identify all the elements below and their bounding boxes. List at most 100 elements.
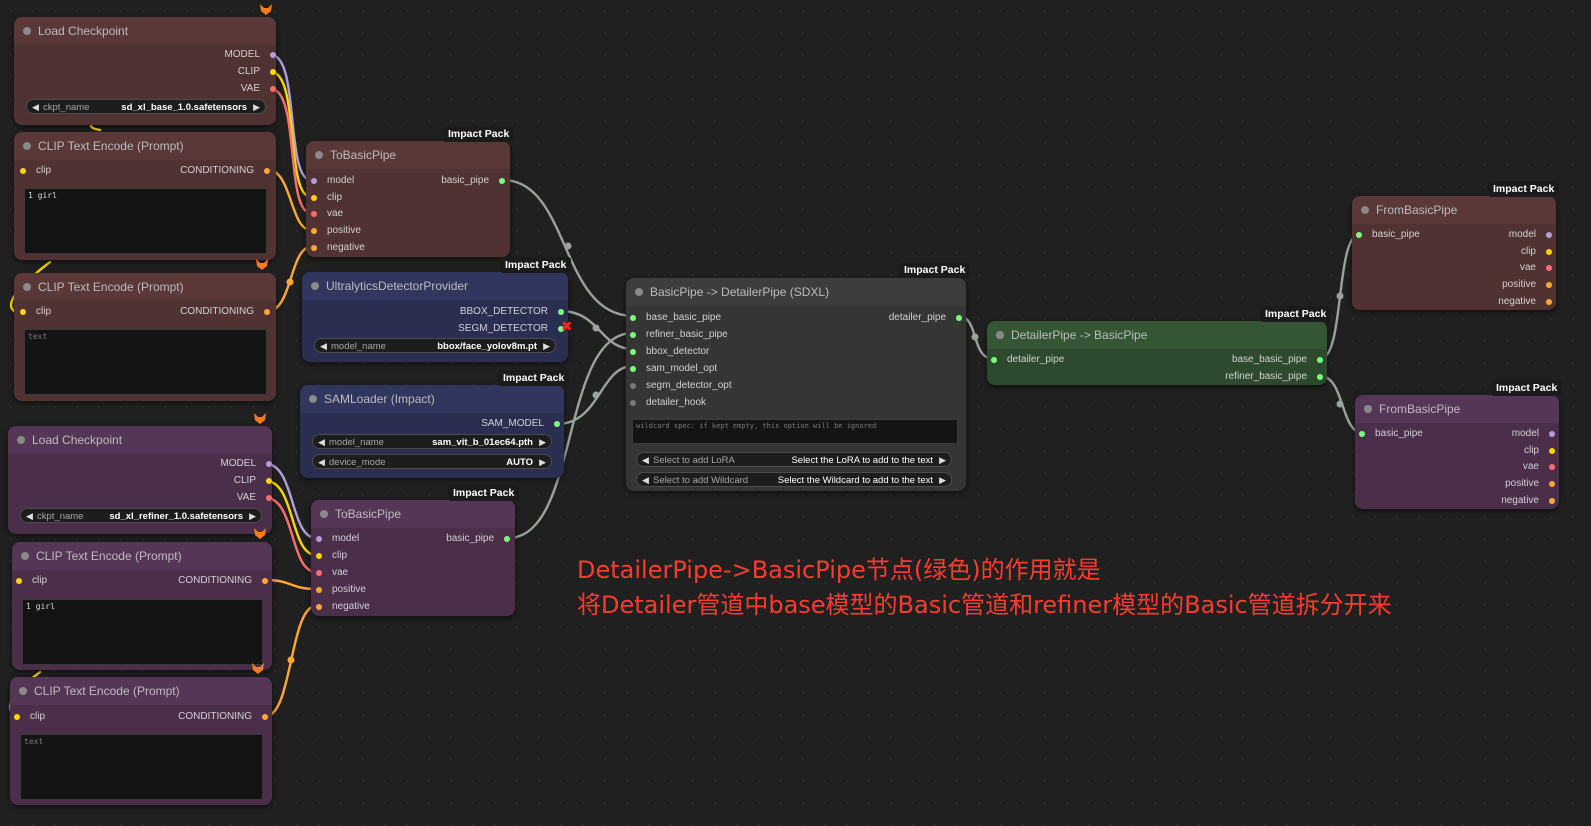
- output-clip[interactable]: CLIP: [238, 66, 276, 77]
- arrow-left-icon[interactable]: ◀: [32, 102, 39, 112]
- output-model[interactable]: MODEL: [220, 458, 272, 469]
- ckpt-name-combo[interactable]: ◀ ckpt_name sd_xl_base_1.0.safetensors ▶: [26, 99, 266, 114]
- load-checkpoint-base-node[interactable]: Load Checkpoint MODEL CLIP VAE ◀ ckpt_na…: [14, 17, 276, 125]
- input-basic-pipe[interactable]: basic_pipe: [1356, 229, 1420, 240]
- output-refiner-basic-pipe[interactable]: refiner_basic_pipe: [1225, 371, 1323, 382]
- output-clip[interactable]: CLIP: [234, 475, 272, 486]
- socket-icon[interactable]: [311, 245, 317, 251]
- socket-icon[interactable]: [311, 228, 317, 234]
- socket-icon[interactable]: [630, 366, 636, 372]
- socket-icon[interactable]: [630, 349, 636, 355]
- output-detailer-pipe[interactable]: detailer_pipe: [889, 312, 962, 323]
- arrow-left-icon[interactable]: ◀: [642, 475, 649, 485]
- collapse-dot-icon[interactable]: [320, 510, 328, 518]
- prompt-textarea[interactable]: text: [20, 734, 263, 800]
- collapse-dot-icon[interactable]: [309, 395, 317, 403]
- socket-icon[interactable]: [316, 604, 322, 610]
- socket-icon[interactable]: [630, 315, 636, 321]
- lora-select-combo[interactable]: ◀ Select to add LoRA Select the LoRA to …: [636, 452, 952, 467]
- input-vae[interactable]: vae: [311, 208, 343, 219]
- socket-icon[interactable]: [316, 587, 322, 593]
- input-detailer-hook[interactable]: detailer_hook: [630, 397, 706, 408]
- socket-icon[interactable]: [1549, 464, 1555, 470]
- input-clip[interactable]: clip: [311, 192, 342, 203]
- socket-icon[interactable]: [630, 383, 636, 389]
- node-title[interactable]: CLIP Text Encode (Prompt): [12, 542, 272, 570]
- collapse-dot-icon[interactable]: [21, 552, 29, 560]
- model-name-combo[interactable]: ◀ model_name bbox/face_yolov8m.pt ▶: [314, 338, 556, 353]
- input-negative[interactable]: negative: [316, 601, 370, 612]
- socket-icon[interactable]: [264, 168, 270, 174]
- output-clip[interactable]: clip: [1521, 246, 1552, 257]
- socket-icon[interactable]: [1356, 232, 1362, 238]
- socket-icon[interactable]: [316, 553, 322, 559]
- arrow-right-icon[interactable]: ▶: [539, 437, 546, 447]
- input-clip[interactable]: clip: [16, 575, 47, 586]
- socket-icon[interactable]: [1546, 232, 1552, 238]
- input-segm-detector-opt[interactable]: segm_detector_opt: [630, 380, 732, 391]
- load-checkpoint-refiner-node[interactable]: Load Checkpoint MODEL CLIP VAE ◀ ckpt_na…: [8, 426, 272, 534]
- input-positive[interactable]: positive: [311, 225, 361, 236]
- socket-icon[interactable]: [1317, 374, 1323, 380]
- arrow-left-icon[interactable]: ◀: [318, 437, 325, 447]
- node-title[interactable]: Load Checkpoint: [8, 426, 272, 454]
- input-model[interactable]: model: [311, 175, 354, 186]
- arrow-right-icon[interactable]: ▶: [543, 341, 550, 351]
- output-base-basic-pipe[interactable]: base_basic_pipe: [1232, 354, 1323, 365]
- collapse-dot-icon[interactable]: [1361, 206, 1369, 214]
- samloader-node[interactable]: SAMLoader (Impact) SAM_MODEL ◀ model_nam…: [300, 385, 564, 478]
- socket-icon[interactable]: [270, 86, 276, 92]
- socket-icon[interactable]: [14, 714, 20, 720]
- arrow-left-icon[interactable]: ◀: [26, 511, 33, 521]
- arrow-right-icon[interactable]: ▶: [939, 455, 946, 465]
- input-clip[interactable]: clip: [316, 550, 347, 561]
- socket-icon[interactable]: [504, 536, 510, 542]
- output-vae[interactable]: VAE: [237, 492, 272, 503]
- collapse-dot-icon[interactable]: [635, 288, 643, 296]
- socket-icon[interactable]: [20, 168, 26, 174]
- socket-icon[interactable]: [266, 461, 272, 467]
- socket-icon[interactable]: [499, 178, 505, 184]
- socket-icon[interactable]: [311, 178, 317, 184]
- socket-icon[interactable]: [1549, 481, 1555, 487]
- arrow-right-icon[interactable]: ▶: [249, 511, 256, 521]
- prompt-textarea[interactable]: text: [24, 329, 267, 395]
- socket-icon[interactable]: [316, 570, 322, 576]
- collapse-dot-icon[interactable]: [996, 331, 1004, 339]
- clip-text-encode-negative-refiner-node[interactable]: CLIP Text Encode (Prompt) clip CONDITION…: [10, 677, 272, 805]
- collapse-dot-icon[interactable]: [311, 282, 319, 290]
- prompt-textarea[interactable]: 1 girl: [24, 188, 267, 254]
- arrow-right-icon[interactable]: ▶: [539, 457, 546, 467]
- model-name-combo[interactable]: ◀ model_name sam_vit_b_01ec64.pth ▶: [312, 434, 552, 449]
- from-basic-pipe-1-node[interactable]: FromBasicPipe basic_pipe model clip vae …: [1352, 196, 1556, 310]
- output-clip[interactable]: clip: [1524, 445, 1555, 456]
- node-title[interactable]: Load Checkpoint: [14, 17, 276, 45]
- output-conditioning[interactable]: CONDITIONING: [180, 165, 270, 176]
- collapse-dot-icon[interactable]: [315, 151, 323, 159]
- node-title[interactable]: UltralyticsDetectorProvider: [302, 272, 568, 300]
- output-basic-pipe[interactable]: basic_pipe: [441, 175, 505, 186]
- socket-icon[interactable]: [1546, 282, 1552, 288]
- socket-icon[interactable]: [1359, 431, 1365, 437]
- input-base-basic-pipe[interactable]: base_basic_pipe: [630, 312, 721, 323]
- collapse-dot-icon[interactable]: [1364, 405, 1372, 413]
- collapse-dot-icon[interactable]: [23, 283, 31, 291]
- socket-icon[interactable]: [266, 478, 272, 484]
- output-model[interactable]: model: [1512, 428, 1555, 439]
- socket-icon[interactable]: [1546, 299, 1552, 305]
- output-model[interactable]: MODEL: [224, 49, 276, 60]
- clip-text-encode-negative-base-node[interactable]: CLIP Text Encode (Prompt) clip CONDITION…: [14, 273, 276, 401]
- detailerpipe-to-basicpipe-node[interactable]: DetailerPipe -> BasicPipe detailer_pipe …: [987, 321, 1327, 385]
- ultralytics-detector-provider-node[interactable]: UltralyticsDetectorProvider BBOX_DETECTO…: [302, 272, 568, 362]
- input-clip[interactable]: clip: [20, 165, 51, 176]
- socket-icon[interactable]: [1546, 265, 1552, 271]
- device-mode-combo[interactable]: ◀ device_mode AUTO ▶: [312, 454, 552, 469]
- output-vae[interactable]: VAE: [241, 83, 276, 94]
- socket-icon[interactable]: [630, 332, 636, 338]
- socket-icon[interactable]: [1549, 448, 1555, 454]
- output-segm-detector[interactable]: SEGM_DETECTOR: [458, 323, 564, 334]
- output-positive[interactable]: positive: [1502, 279, 1552, 290]
- socket-icon[interactable]: [554, 421, 560, 427]
- input-detailer-pipe[interactable]: detailer_pipe: [991, 354, 1064, 365]
- collapse-dot-icon[interactable]: [19, 687, 27, 695]
